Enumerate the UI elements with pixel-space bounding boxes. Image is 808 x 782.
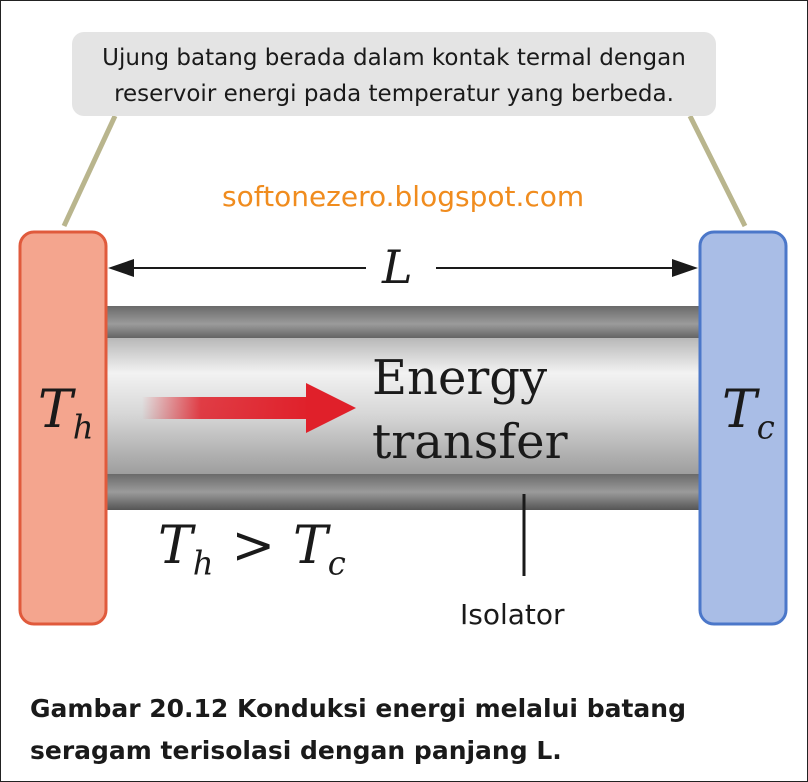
callout-leader-left <box>61 114 118 228</box>
insulation-bottom <box>104 474 702 510</box>
energy-transfer-arrow <box>142 383 356 433</box>
cold-temperature-label: Tc <box>722 380 775 446</box>
watermark: softonezero.blogspot.com <box>222 180 585 213</box>
callout-box: Ujung batang berada dalam kontak termal … <box>72 32 716 116</box>
hot-symbol: T <box>38 380 73 440</box>
relation-right: T <box>293 516 328 576</box>
relation-left-sub: h <box>192 544 214 583</box>
figure-caption: Gambar 20.12 Konduksi energi melalui bat… <box>30 688 686 772</box>
hot-reservoir <box>18 230 108 626</box>
relation-left: T <box>158 516 193 576</box>
cold-reservoir <box>698 230 788 626</box>
caption-line-1: Gambar 20.12 Konduksi energi melalui bat… <box>30 694 686 723</box>
callout-leader-right <box>687 114 748 228</box>
callout-line-2: reservoir energi pada temperatur yang be… <box>114 81 674 107</box>
insulation-top <box>104 306 702 342</box>
length-dimension-arrow <box>108 259 698 277</box>
hot-subscript: h <box>72 408 94 447</box>
callout-line-1: Ujung batang berada dalam kontak termal … <box>102 45 686 71</box>
caption-line-2: seragam terisolasi dengan panjang L. <box>30 736 562 765</box>
relation-right-sub: c <box>327 544 346 583</box>
energy-label-line-1: Energy <box>372 350 548 406</box>
relation-operator: > <box>231 516 276 576</box>
length-label: L <box>382 240 413 294</box>
hot-temperature-label: Th <box>38 380 93 446</box>
isolator-label: Isolator <box>460 598 565 631</box>
energy-label-line-2: transfer <box>372 414 568 470</box>
temperature-relation: Th > Tc <box>158 516 346 582</box>
cold-symbol: T <box>722 380 757 440</box>
cold-subscript: c <box>756 408 775 447</box>
